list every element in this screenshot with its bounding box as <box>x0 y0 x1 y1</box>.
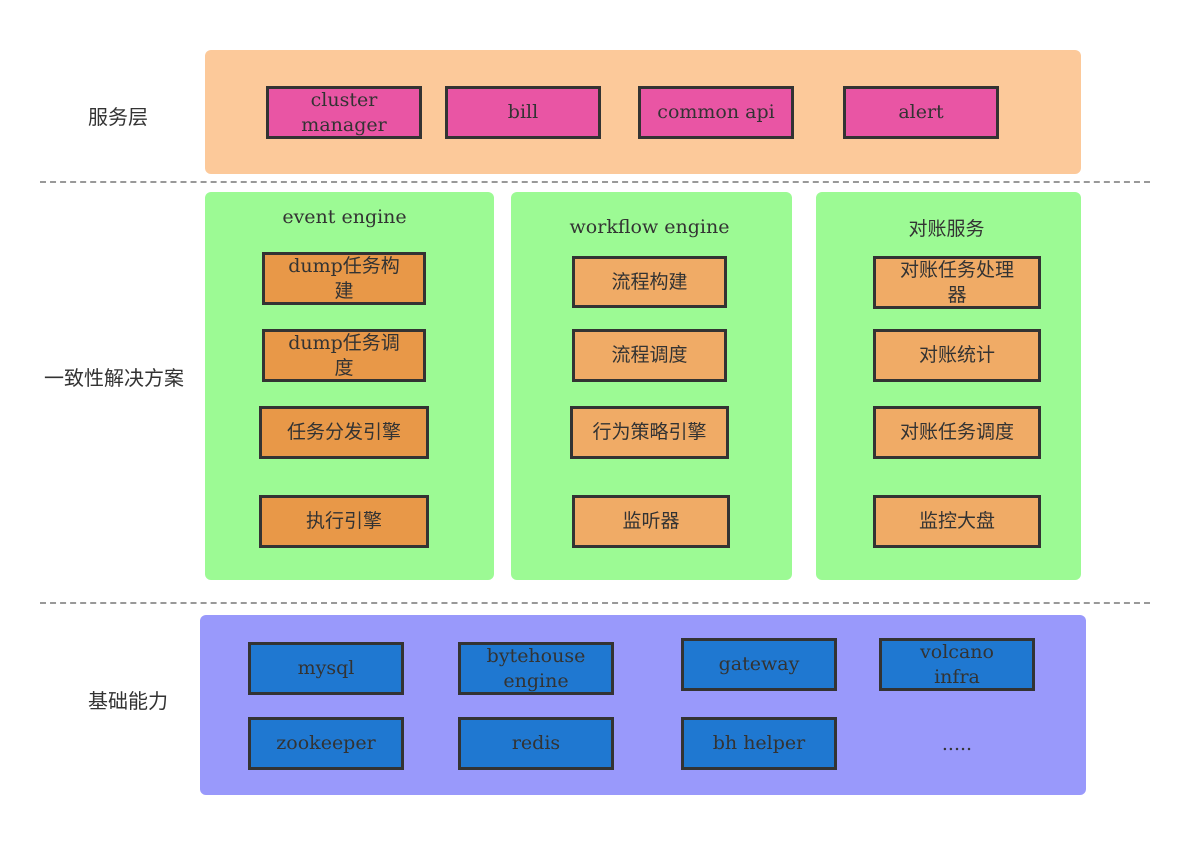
workflow-item-listener: 监听器 <box>572 495 730 548</box>
recon-item-schedule: 对账任务调度 <box>873 406 1041 459</box>
foundation-item-zookeeper: zookeeper <box>248 717 404 770</box>
recon-item-dashboard: 监控大盘 <box>873 495 1041 548</box>
foundation-item-more: ..... <box>941 732 973 755</box>
foundation-item-bytehouse-engine: bytehouse engine <box>458 642 614 695</box>
recon-item-statistics: 对账统计 <box>873 329 1041 382</box>
layer-label-foundation: 基础能力 <box>88 689 168 713</box>
event-engine-title: event engine <box>282 206 407 228</box>
service-item-common-api: common api <box>638 86 794 139</box>
layer-label-solution: 一致性解决方案 <box>44 366 184 390</box>
foundation-item-volcano-infra: volcano infra <box>879 638 1035 691</box>
foundation-item-bh-helper: bh helper <box>681 717 837 770</box>
service-item-alert: alert <box>843 86 999 139</box>
workflow-item-build: 流程构建 <box>572 256 727 308</box>
reconciliation-title: 对账服务 <box>908 218 985 240</box>
foundation-item-mysql: mysql <box>248 642 404 695</box>
event-item-dispatch-engine: 任务分发引擎 <box>259 406 429 459</box>
workflow-item-schedule: 流程调度 <box>572 329 727 382</box>
event-item-dump-schedule: dump任务调 度 <box>262 329 426 382</box>
workflow-engine-title: workflow engine <box>569 216 730 238</box>
foundation-item-redis: redis <box>458 717 614 770</box>
separator-top <box>40 181 1150 183</box>
service-item-bill: bill <box>445 86 601 139</box>
service-item-cluster-manager: cluster manager <box>266 86 422 139</box>
event-item-dump-build: dump任务构 建 <box>262 252 426 305</box>
workflow-item-policy-engine: 行为策略引擎 <box>570 406 729 459</box>
layer-label-service: 服务层 <box>88 105 148 129</box>
foundation-item-gateway: gateway <box>681 638 837 691</box>
event-item-exec-engine: 执行引擎 <box>259 495 429 548</box>
recon-item-processor: 对账任务处理 器 <box>873 256 1041 309</box>
separator-bottom <box>40 602 1150 604</box>
